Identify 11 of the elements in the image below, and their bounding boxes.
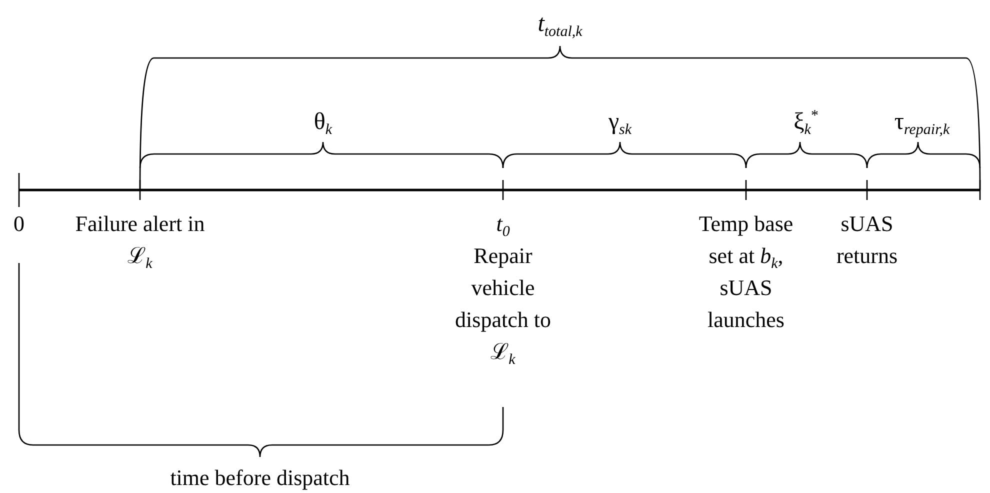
interval-label: γ$_{sk}$ bbox=[607, 108, 633, 138]
event-label: Failure alert in ℒ$_{k}$ bbox=[74, 210, 206, 272]
time-zero-label: 0 bbox=[12, 210, 26, 238]
time-label: t$_{0}$ bbox=[495, 210, 511, 240]
event-label: Temp base set at b$_{k}$, sUAS launches bbox=[698, 210, 794, 334]
event-label: Repair vehicle dispatch to ℒ$_{k}$ bbox=[454, 242, 552, 368]
interval-label: time before dispatch bbox=[169, 464, 351, 492]
total-time-label: t$_{total,k}$ bbox=[536, 10, 584, 40]
interval-label: τ$_{repair,k}$ bbox=[893, 108, 951, 138]
event-label: sUAS returns bbox=[835, 210, 899, 270]
interval-label: θ$_{k}$ bbox=[312, 108, 334, 138]
